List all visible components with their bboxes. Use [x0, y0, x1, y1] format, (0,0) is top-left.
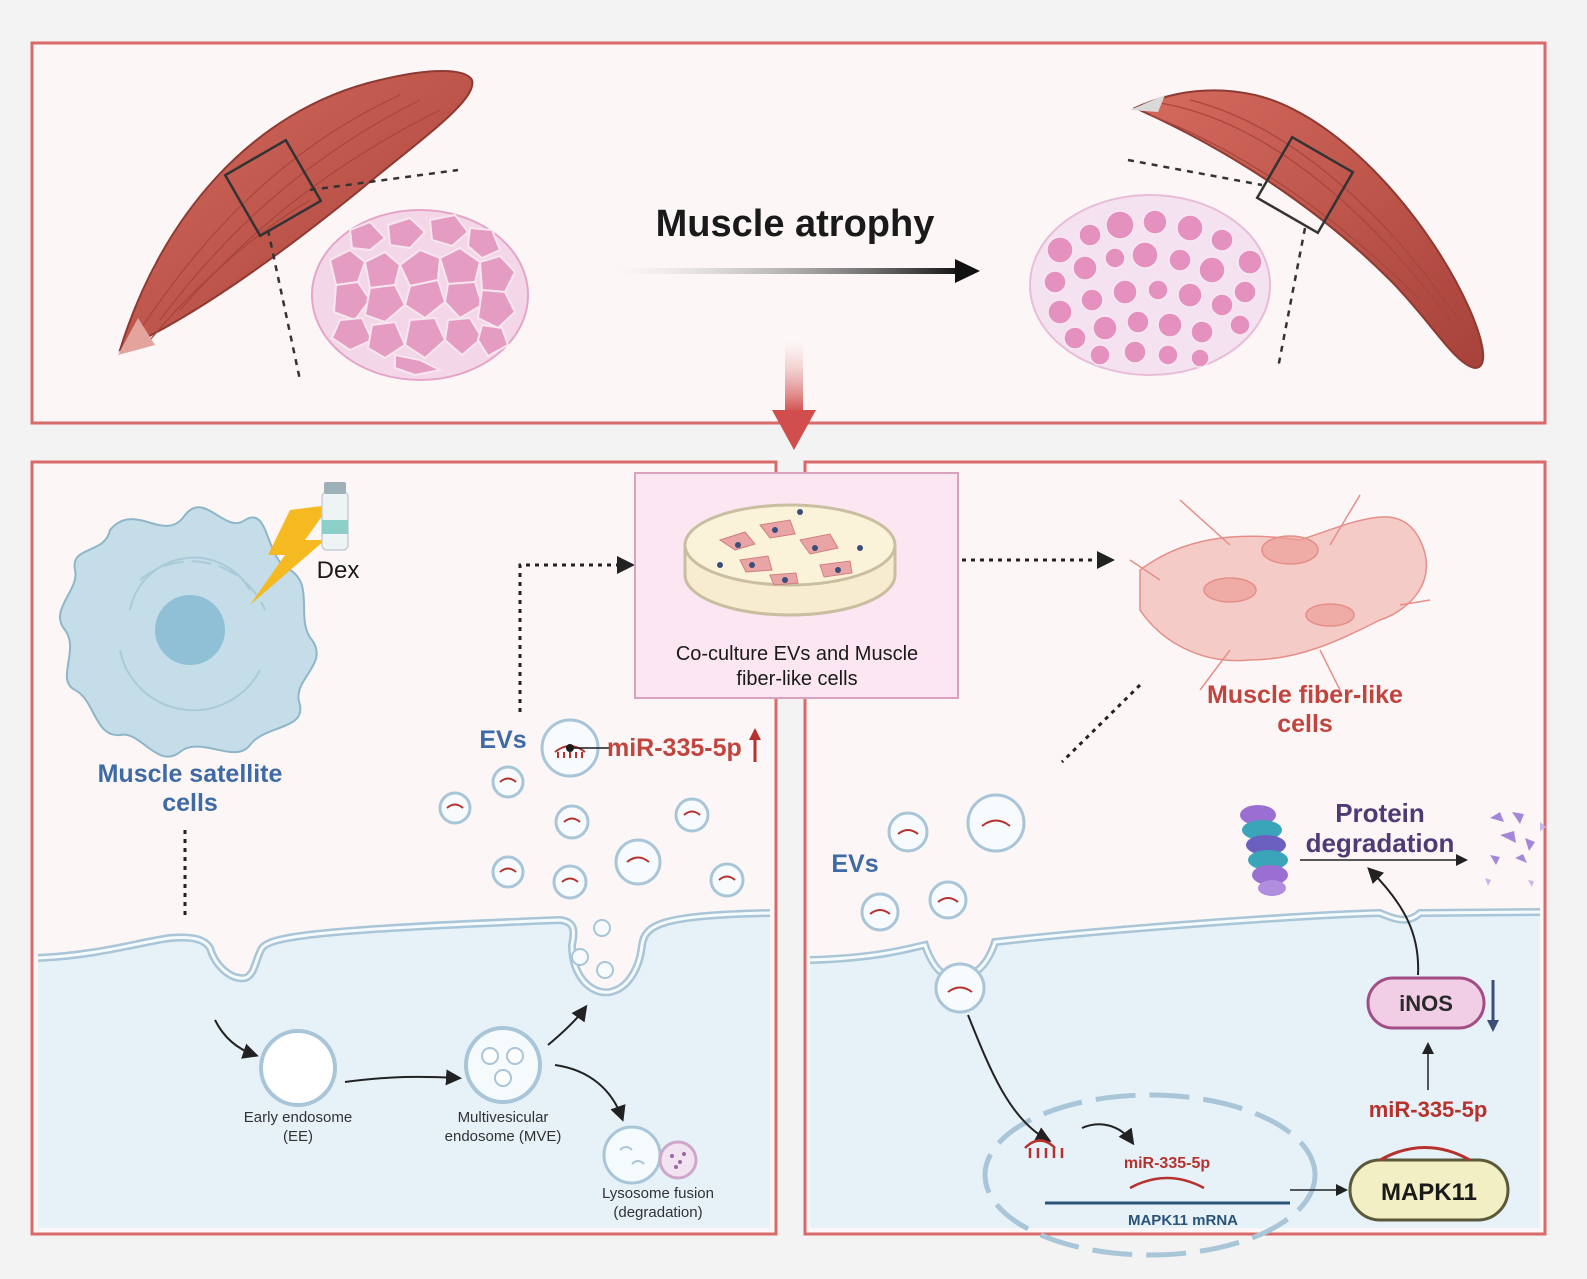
fiber-cells-label-line2: cells — [1277, 710, 1333, 738]
early-endosome-label-line2: (EE) — [283, 1128, 313, 1145]
dex-label: Dex — [317, 557, 360, 584]
mve-label-line1: Multivesicular — [458, 1109, 549, 1126]
mapk11-label: MAPK11 — [1381, 1179, 1477, 1206]
ev-vesicles-left — [438, 718, 745, 900]
top-panel: Muscle atrophy — [30, 41, 1547, 450]
dex-vial-icon — [250, 482, 349, 605]
muscle-fiber-cells-illustration — [1129, 494, 1431, 691]
satellite-cell-label-line2: cells — [162, 789, 218, 817]
atrophy-title: Muscle atrophy — [656, 203, 935, 245]
healthy-tissue-cross-section — [311, 209, 529, 381]
healthy-muscle-illustration — [118, 70, 474, 381]
petri-dish-icon — [683, 503, 897, 617]
satellite-cell-illustration — [58, 506, 318, 758]
protein-degradation-line2: degradation — [1306, 828, 1455, 858]
multivesicular-endosome — [464, 1026, 542, 1104]
right-panel: Muscle fiber-like cells EVs miR-335-5p M… — [803, 460, 1547, 1258]
mrna-label: MAPK11 mRNA — [1128, 1212, 1238, 1229]
early-endosome — [259, 1029, 337, 1107]
lysosome-label-line1: Lysosome fusion — [602, 1185, 714, 1202]
red-down-arrow — [772, 337, 816, 450]
mapk11-protein — [1348, 1146, 1510, 1222]
mirna-glyph-nucleus — [1024, 1139, 1064, 1158]
atrophied-tissue-cross-section — [1029, 194, 1271, 376]
down-arrow-icon — [1487, 980, 1499, 1032]
fiber-cells-label-line1: Muscle fiber-like — [1207, 681, 1403, 709]
evs-label-left: EVs — [479, 726, 526, 754]
mirna-label-left: miR-335-5p — [607, 734, 742, 762]
coculture-label-line1: Co-culture EVs and Muscle — [676, 643, 918, 665]
protein-degradation-line1: Protein — [1335, 798, 1425, 828]
mrna-strand — [1045, 1176, 1290, 1205]
inos-protein — [1366, 976, 1486, 1030]
lysosome-label-line2: (degradation) — [613, 1204, 702, 1221]
atrophied-muscle-illustration — [1127, 89, 1485, 370]
evs-label-right: EVs — [831, 850, 878, 878]
satellite-cell-label-line1: Muscle satellite — [98, 760, 283, 788]
inos-label: iNOS — [1399, 991, 1453, 1016]
proteasome-icon — [1240, 805, 1288, 896]
up-arrow-icon — [749, 728, 761, 762]
early-endosome-label-line1: Early endosome — [244, 1109, 352, 1126]
mirna-label-mapk11: miR-335-5p — [1369, 1097, 1488, 1122]
coculture-box: Co-culture EVs and Muscle fiber-like cel… — [634, 472, 959, 699]
lysosome-fusion — [602, 1125, 698, 1185]
degraded-fragments-icon — [1485, 812, 1546, 887]
ev-vesicles-right — [860, 793, 1026, 1014]
mve-label-line2: endosome (MVE) — [445, 1128, 562, 1145]
atrophy-arrow — [605, 259, 980, 283]
coculture-label-line2: fiber-like cells — [736, 668, 857, 690]
mirna-label-nucleus: miR-335-5p — [1124, 1155, 1210, 1172]
left-panel: Dex Muscle satellite cells EVs miR-335-5… — [30, 460, 778, 1236]
